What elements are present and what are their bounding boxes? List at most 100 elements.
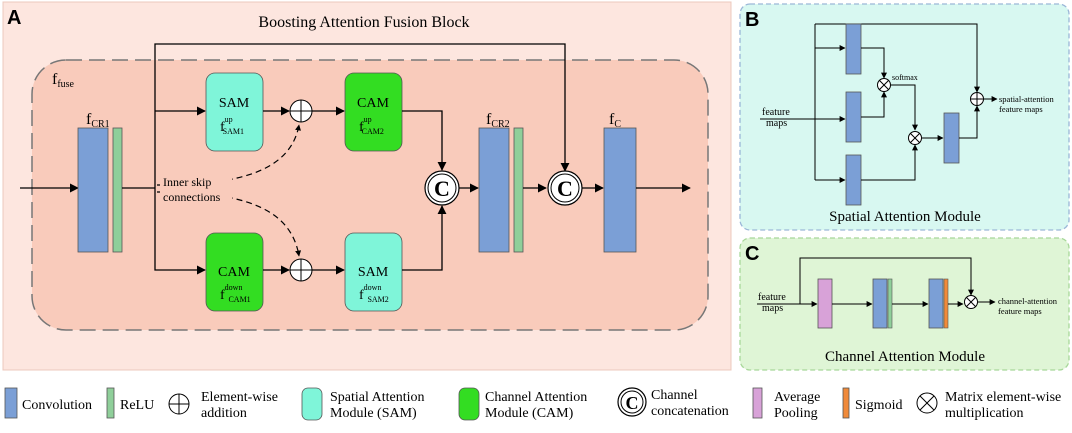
legend-text: Sigmoid (855, 398, 902, 413)
sam-conv3-to-mult2 (861, 144, 918, 181)
f-c-label: fC (609, 111, 621, 130)
sam-residual-path (815, 23, 980, 93)
sigmoid-swatch (842, 387, 850, 419)
cam-relu-1 (887, 278, 893, 329)
legend-item-concat: C Channel concatenation (617, 387, 729, 419)
sam-mult-symbol-1 (877, 78, 891, 92)
cam2-block (344, 72, 403, 152)
panel-c-title: Channel Attention Module (825, 349, 985, 365)
mult-icon (916, 392, 938, 414)
legend-text: ReLU (120, 398, 154, 413)
sam-input-label-line2: maps (766, 118, 787, 129)
sam1-label: SAM (219, 96, 250, 111)
sam-softmax-to-mult2 (891, 84, 918, 131)
cam-avg-pool (817, 278, 833, 329)
panel-a-letter: A (7, 7, 21, 29)
sam-conv2-to-mult1 (861, 91, 887, 118)
legend-text: Matrix element-wise (945, 390, 1061, 405)
sam-mult-symbol-2 (908, 131, 922, 145)
add-icon (168, 393, 190, 415)
sam2-label: SAM (358, 265, 389, 280)
softmax-label: softmax (892, 73, 918, 82)
outer-skip-connection (154, 43, 570, 188)
f-cr1-label: fCR1 (86, 111, 110, 130)
sam2-to-concat1 (402, 205, 447, 271)
legend-text: Average (774, 390, 820, 405)
legend-item-sigmoid: Sigmoid (842, 387, 902, 419)
f-fuse-label: ffuse (52, 71, 75, 90)
panel-c-letter: C (745, 243, 759, 265)
conv-block-fc (603, 127, 637, 253)
legend-text: Channel (651, 388, 698, 403)
cam-sigmoid (943, 278, 949, 329)
panel-a-title: Boosting Attention Fusion Block (258, 14, 469, 31)
legend-item-convolution: Convolution (4, 387, 92, 419)
cam-conv-2 (928, 278, 944, 329)
legend-text: Module (SAM) (330, 406, 417, 421)
cam1-label: CAM (218, 265, 250, 280)
sam-conv-2 (845, 91, 862, 143)
cam2-label: CAM (357, 96, 389, 111)
panel-a: A Boosting Attention Fusion Block ffuse … (2, 1, 732, 371)
legend-text: addition (201, 406, 247, 421)
f-cr2-label: fCR2 (486, 111, 510, 130)
cam-mult-symbol (964, 295, 978, 309)
sam-swatch (301, 387, 323, 421)
legend-text: Module (CAM) (485, 406, 574, 421)
legend-item-cam: Channel Attention Module (CAM) (458, 387, 587, 421)
cam1-block (205, 232, 264, 312)
sam-add-symbol (970, 92, 984, 106)
panel-c: C Channel Attention Module feature maps … (739, 237, 1070, 371)
concat-symbol-1: C (424, 170, 460, 206)
cam-conv-1 (872, 278, 888, 329)
concat-symbol-2: C (547, 170, 583, 206)
cam2-to-concat1 (402, 110, 447, 171)
conv-block-cr2 (478, 127, 510, 253)
cam-residual-path (799, 257, 974, 304)
legend-text: Spatial Attention (330, 390, 425, 405)
legend-text: Channel Attention (485, 390, 587, 405)
sam-conv1-to-mult1 (861, 47, 887, 79)
cam-output-label-line2: feature maps (998, 306, 1042, 316)
sam-output-label-line2: feature maps (999, 104, 1043, 114)
cam-input-label-line1: feature (758, 292, 786, 303)
conv-block-cr1 (77, 127, 109, 253)
legend-text: concatenation (651, 404, 729, 419)
add-symbol-bottom (289, 258, 313, 282)
svg-text:C: C (557, 176, 573, 201)
sam-input-label-line1: feature (762, 107, 790, 118)
legend-text: Pooling (774, 406, 818, 421)
legend-item-pool: Average Pooling (752, 387, 820, 421)
arrow-to-cam1 (154, 188, 206, 275)
pool-swatch (752, 387, 763, 419)
sam-conv-3 (845, 154, 862, 206)
legend-item-relu: ReLU (106, 387, 154, 419)
panel-b-background (739, 3, 1070, 231)
panel-b-title: Spatial Attention Module (829, 209, 981, 225)
legend-text: Convolution (22, 398, 92, 413)
legend-item-add: Element-wise addition (168, 390, 278, 421)
cam-output-label-line1: channel-attention (998, 296, 1058, 306)
sam1-block (205, 72, 264, 152)
sam2-block (344, 232, 403, 312)
relu-swatch (106, 387, 115, 419)
cam-swatch (458, 387, 480, 421)
sam-output-label-line1: spatial-attention (999, 94, 1055, 104)
sam-conv4-to-add (959, 105, 980, 139)
concat-icon: C (617, 387, 647, 417)
legend-item-sam: Spatial Attention Module (SAM) (301, 387, 425, 421)
legend: Convolution ReLU Element-wise addition S… (4, 387, 1061, 421)
relu-block-cr2 (513, 127, 524, 253)
svg-text:C: C (434, 176, 450, 201)
sam-conv-1 (845, 23, 862, 75)
legend-text: multiplication (945, 406, 1024, 421)
legend-text: Element-wise (201, 390, 278, 405)
skip-label-backdrop (160, 176, 232, 206)
inner-skip-label-line1: Inner skip (163, 175, 211, 189)
